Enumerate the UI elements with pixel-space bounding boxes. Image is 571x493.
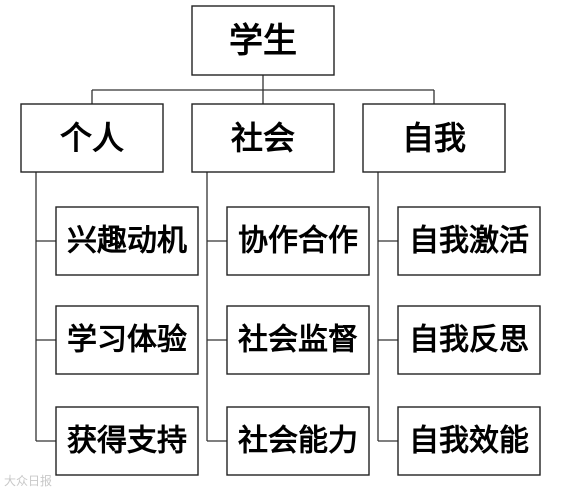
root-node: 学生 bbox=[191, 5, 335, 76]
category-node-personal: 个人 bbox=[20, 103, 164, 173]
root-label: 学生 bbox=[229, 21, 297, 61]
watermark-text: 大众日报 bbox=[4, 474, 53, 488]
item-node: 自我激活 bbox=[397, 206, 541, 276]
item-node: 自我效能 bbox=[397, 406, 541, 476]
category-node-social: 社会 bbox=[191, 103, 335, 173]
item-node: 兴趣动机 bbox=[55, 206, 199, 276]
item-label: 学习体验 bbox=[67, 323, 187, 358]
item-node: 获得支持 bbox=[55, 406, 199, 476]
item-node: 自我反思 bbox=[397, 305, 541, 375]
category-label-social: 社会 bbox=[231, 119, 295, 157]
item-label: 社会监督 bbox=[238, 323, 358, 358]
item-label: 社会能力 bbox=[238, 424, 358, 459]
item-node: 学习体验 bbox=[55, 305, 199, 375]
category-node-self: 自我 bbox=[362, 103, 506, 173]
item-label: 协作合作 bbox=[238, 224, 358, 259]
category-label-self: 自我 bbox=[402, 119, 466, 157]
item-node: 社会监督 bbox=[226, 305, 370, 375]
item-label: 获得支持 bbox=[67, 424, 187, 459]
item-label: 自我激活 bbox=[409, 224, 529, 259]
watermark: 大众日报 bbox=[4, 472, 52, 489]
item-label: 自我效能 bbox=[409, 424, 529, 459]
item-label: 自我反思 bbox=[409, 323, 529, 358]
item-node: 社会能力 bbox=[226, 406, 370, 476]
item-node: 协作合作 bbox=[226, 206, 370, 276]
item-label: 兴趣动机 bbox=[67, 224, 187, 259]
connector-lines bbox=[35, 75, 435, 442]
category-label-personal: 个人 bbox=[60, 119, 124, 157]
